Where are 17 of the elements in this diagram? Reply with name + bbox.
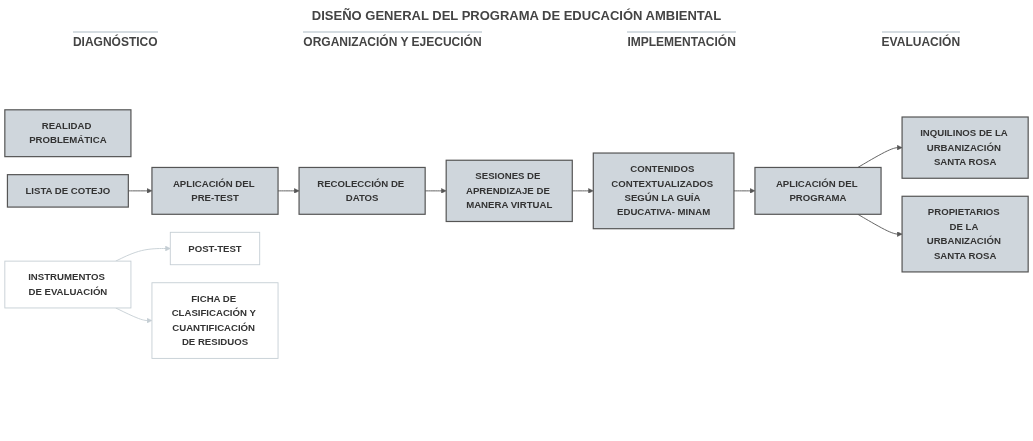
- phase-heading: IMPLEMENTACIÓN: [627, 31, 736, 49]
- node-box: APLICACIÓN DEL PRE-TEST: [151, 166, 279, 215]
- node-box: LISTA DE COTEJO: [6, 173, 129, 208]
- node-box: INQUILINOS DE LA URBANIZACIÓN SANTA ROSA: [901, 116, 1029, 179]
- diagram-title: DISEÑO GENERAL DEL PROGRAMA DE EDUCACIÓN AMBIENTAL: [310, 8, 723, 23]
- node-box: INSTRUMENTOS DE EVALUACIÓN: [4, 260, 132, 309]
- node-box: PROPIETARIOS DE LA URBANIZACIÓN SANTA ROSA: [901, 195, 1029, 273]
- node-box: SESIONES DE APRENDIZAJE DE MANERA VIRTUAL: [445, 159, 573, 222]
- phase-heading: DIAGNÓSTICO: [72, 31, 158, 49]
- node-box: APLICACIÓN DEL PROGRAMA: [754, 166, 882, 215]
- node-box: RECOLECCIÓN DE DATOS: [298, 166, 426, 215]
- node-box: CONTENIDOS CONTEXTUALIZADOS SEGÚN LA GUÍA EDUCATIVA- MINAM: [592, 152, 735, 230]
- node-box: POST-TEST: [169, 231, 261, 266]
- node-box: FICHA DE CLASIFICACIÓN Y CUANTIFICACIÓN DE RESIDUOS: [151, 282, 279, 359]
- phase-heading: ORGANIZACIÓN Y EJECUCIÓN: [303, 31, 482, 49]
- node-box: REALIDAD PROBLEMÁTICA: [4, 109, 132, 158]
- phase-heading: EVALUACIÓN: [881, 31, 961, 49]
